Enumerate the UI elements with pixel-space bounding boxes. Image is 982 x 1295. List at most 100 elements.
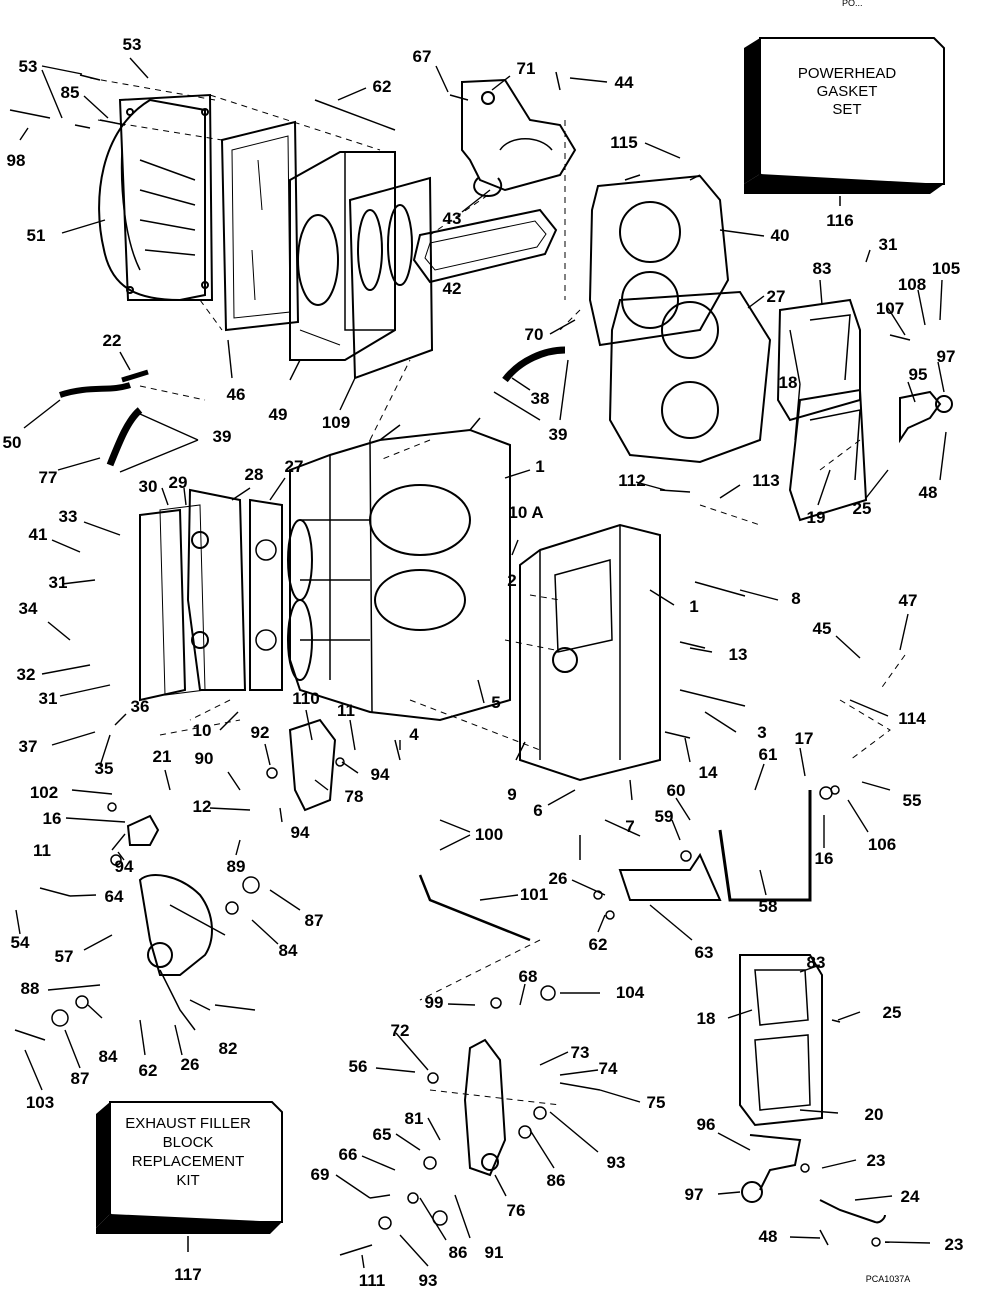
callout-86: 86	[449, 1243, 468, 1262]
callout-31: 31	[879, 235, 898, 254]
callout-94: 94	[115, 857, 134, 876]
callout-23: 23	[867, 1151, 886, 1170]
callout-93: 93	[419, 1271, 438, 1290]
callout-6: 6	[533, 801, 542, 820]
callout-1: 1	[535, 457, 544, 476]
callout-63: 63	[695, 943, 714, 962]
callout-100: 100	[475, 825, 503, 844]
callout-112: 112	[618, 471, 645, 490]
callout-17: 17	[795, 729, 814, 748]
callout-62: 62	[139, 1061, 158, 1080]
callout-62: 62	[373, 77, 392, 96]
cylinder-head-40	[588, 174, 730, 347]
callout-97: 97	[937, 347, 956, 366]
callout-29: 29	[169, 473, 188, 492]
callout-101: 101	[520, 885, 548, 904]
rod-101	[418, 874, 531, 942]
callout-26: 26	[181, 1055, 200, 1074]
callout-47: 47	[899, 591, 918, 610]
callout-89: 89	[227, 857, 246, 876]
callout-57: 57	[55, 947, 74, 966]
callout-70: 70	[525, 325, 544, 344]
callout-109: 109	[322, 413, 350, 432]
callout-40: 40	[771, 226, 790, 245]
callout-110: 110	[292, 689, 319, 708]
callout-46: 46	[227, 385, 246, 404]
callout-84: 84	[99, 1047, 118, 1066]
callout-25: 25	[853, 499, 872, 518]
callout-3: 3	[757, 723, 766, 742]
hose-77	[106, 407, 143, 467]
reed-plate-20	[739, 954, 823, 1127]
cam-16	[126, 814, 160, 846]
callout-108: 108	[898, 275, 926, 294]
callout-23: 23	[945, 1235, 964, 1254]
callout-37: 37	[19, 737, 38, 756]
callout-18: 18	[779, 373, 798, 392]
callout-94: 94	[371, 765, 390, 784]
reed-assembly-upper	[776, 298, 868, 522]
callout-21: 21	[153, 747, 172, 766]
callout-42: 42	[443, 279, 462, 298]
bracket-96	[749, 1134, 802, 1191]
callout-92: 92	[251, 723, 270, 742]
callout-34: 34	[19, 599, 38, 618]
callout-26: 26	[549, 869, 568, 888]
callout-39: 39	[549, 425, 568, 444]
parts-artwork	[9, 71, 953, 1256]
callout-19: 19	[807, 508, 826, 527]
exhaust-cover-51	[98, 93, 214, 302]
callout-59: 59	[655, 807, 674, 826]
kit-exhaust-line-3: REPLACEMENT	[132, 1153, 245, 1170]
callout-64: 64	[105, 887, 124, 906]
plate-29	[159, 504, 206, 696]
callout-73: 73	[571, 1043, 590, 1062]
callout-75: 75	[647, 1093, 666, 1112]
cylinder-block-1	[287, 417, 511, 722]
callout-27: 27	[285, 457, 304, 476]
callout-81: 81	[405, 1109, 424, 1128]
callout-58: 58	[759, 897, 778, 916]
callout-105: 105	[932, 259, 960, 278]
fitting-22	[121, 369, 149, 383]
gasket-42	[412, 208, 558, 284]
callout-30: 30	[139, 477, 158, 496]
callout-116: 116	[826, 211, 853, 230]
callout-61: 61	[759, 745, 778, 764]
callout-72: 72	[391, 1021, 410, 1040]
callout-2: 2	[507, 571, 516, 590]
exhaust-cover-28	[186, 488, 247, 691]
callout-106: 106	[868, 835, 896, 854]
callout-43: 43	[443, 209, 462, 228]
callout-55: 55	[903, 791, 922, 810]
callout-82: 82	[219, 1039, 238, 1058]
callout-13: 13	[729, 645, 748, 664]
callout-22: 22	[103, 331, 122, 350]
callout-111: 111	[359, 1271, 386, 1290]
callout-60: 60	[667, 781, 686, 800]
thermostat-housing-43	[461, 78, 577, 198]
hose-50	[59, 382, 131, 398]
powerhead-gasket-set-box: POWERHEAD GASKET SET	[744, 37, 945, 206]
callout-32: 32	[17, 665, 36, 684]
head-gasket-27-upper	[608, 290, 772, 464]
callout-95: 95	[909, 365, 928, 384]
callout-114: 114	[898, 709, 926, 728]
callout-27: 27	[767, 287, 786, 306]
bracket-95	[899, 390, 942, 444]
drawing-ref: PCA1037A	[866, 1274, 911, 1284]
kit-gasket-line-3: SET	[832, 101, 861, 118]
wire-24	[819, 1199, 886, 1224]
callout-48: 48	[759, 1227, 778, 1246]
callout-35: 35	[95, 759, 114, 778]
callout-68: 68	[519, 967, 538, 986]
callout-94: 94	[291, 823, 310, 842]
callout-113: 113	[752, 471, 779, 490]
callout-71: 71	[517, 59, 536, 78]
callout-53: 53	[123, 35, 142, 54]
plate-30	[139, 508, 187, 702]
callout-115: 115	[610, 133, 637, 152]
callout-5: 5	[491, 693, 500, 712]
assembly-leaders	[89, 77, 906, 1106]
callout-48: 48	[919, 483, 938, 502]
